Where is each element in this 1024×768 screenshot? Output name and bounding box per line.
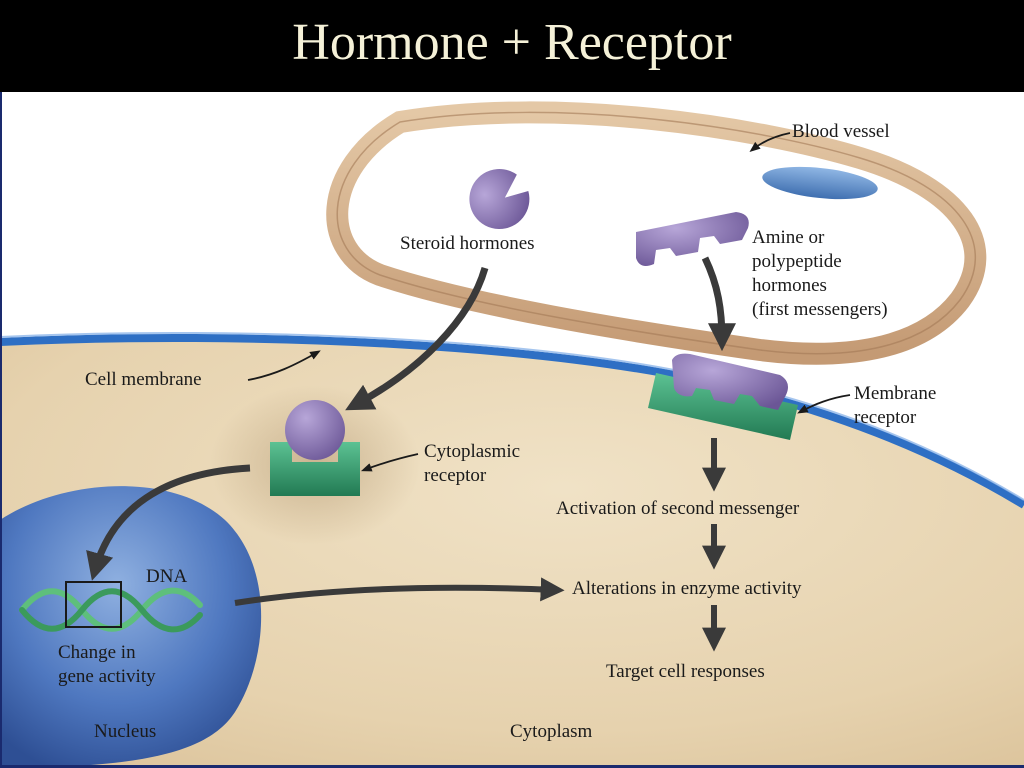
label-cytoplasm: Cytoplasm — [510, 721, 593, 742]
cell-membrane — [0, 333, 1024, 509]
label-cytoplasmic-receptor-line2: receptor — [424, 465, 487, 486]
blood-cell — [762, 166, 878, 200]
title-bar: Hormone + Receptor — [0, 0, 1024, 92]
label-change-line1: Change in — [58, 642, 136, 663]
arrow-receptor-to-nucleus — [86, 464, 251, 581]
cytoplasmic-receptor-shape — [270, 442, 360, 496]
label-cytoplasmic-receptor-line1: Cytoplasmic — [424, 441, 521, 462]
label-change-line2: gene activity — [58, 666, 156, 687]
label-nucleus: Nucleus — [94, 721, 157, 742]
arrow-steroid-to-receptor — [345, 267, 489, 411]
hormone-receptor-diagram — [0, 92, 1024, 768]
label-amine-line2: polypeptide — [752, 251, 842, 272]
diagram-svg — [0, 101, 1024, 768]
slide-title: Hormone + Receptor — [292, 13, 732, 71]
label-membrane-receptor-line1: Membrane — [854, 383, 937, 404]
nucleus — [0, 486, 262, 768]
label-alterations: Alterations in enzyme activity — [572, 578, 802, 599]
label-blood-vessel: Blood vessel — [792, 121, 890, 142]
dna-helix — [19, 587, 203, 633]
label-cell-membrane: Cell membrane — [85, 369, 202, 390]
arrow-nucleus-to-enzyme — [234, 577, 565, 606]
steroid-hormone-shape — [469, 169, 530, 230]
bound-steroid-hormone — [285, 400, 345, 460]
label-steroid-hormones: Steroid hormones — [400, 233, 535, 254]
amine-hormone-shape — [636, 212, 749, 266]
label-activation: Activation of second messenger — [556, 498, 800, 519]
label-membrane-receptor-line2: receptor — [854, 407, 917, 428]
label-dna: DNA — [146, 566, 188, 587]
bound-amine-hormone — [672, 353, 788, 410]
label-target: Target cell responses — [606, 661, 765, 682]
label-amine-line4: (first messengers) — [752, 299, 888, 320]
label-amine-line1: Amine or — [752, 227, 825, 248]
arrow-amine-to-receptor — [701, 256, 736, 352]
label-amine-line3: hormones — [752, 275, 827, 296]
dna-highlight-box — [65, 581, 122, 628]
